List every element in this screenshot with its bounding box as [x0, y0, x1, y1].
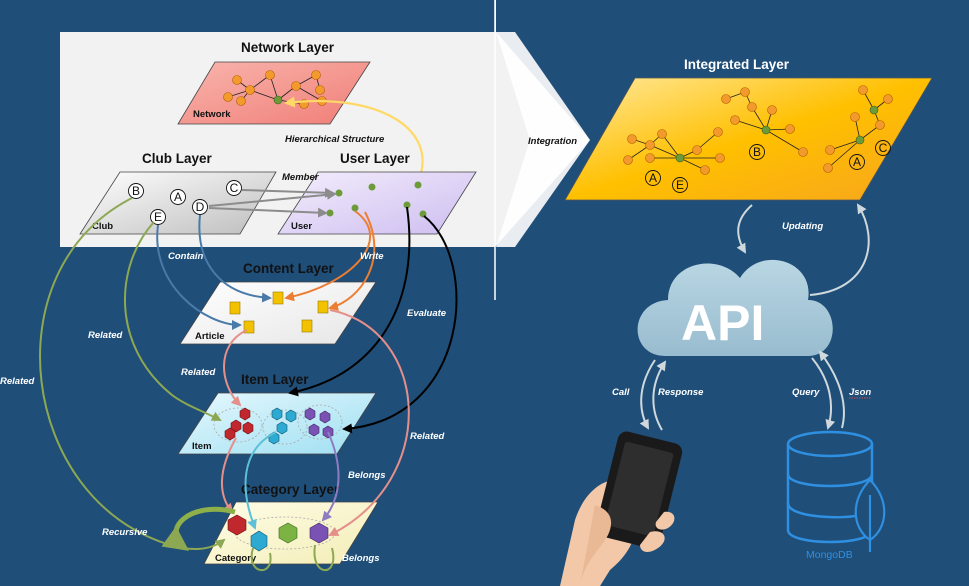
updating-arrow-up	[809, 203, 870, 296]
article-nodes	[229, 291, 329, 334]
response-label: Response	[658, 387, 704, 398]
related-label-category: Related	[410, 431, 445, 442]
club-node-b: B	[132, 184, 140, 198]
related-label-left: Related	[0, 376, 35, 387]
write-arrow	[284, 210, 372, 302]
belongs-arrow-red	[221, 437, 237, 514]
user-plane-label: User	[291, 221, 312, 232]
evaluate-arrow-2	[342, 215, 458, 434]
category-loop-2	[313, 544, 335, 572]
integrated-nodes	[623, 85, 893, 175]
integrated-node-a: A	[649, 171, 657, 185]
integrated-node-b: B	[753, 145, 761, 159]
member-label: Member	[282, 172, 320, 183]
category-loop-1	[250, 547, 272, 571]
item-purple-nodes	[304, 407, 334, 439]
hierarchical-label: Hierarchical Structure	[285, 134, 385, 145]
recursive-arrow	[161, 506, 236, 551]
club-node-e: E	[154, 210, 162, 224]
belongs-arrow-purple	[321, 431, 340, 522]
club-node-a: A	[174, 190, 182, 204]
content-layer-title: Content Layer	[243, 261, 335, 276]
response-arrow	[652, 360, 667, 431]
mongodb-label: MongoDB	[806, 549, 853, 561]
integrated-plane	[564, 77, 933, 201]
json-label: Json	[849, 387, 871, 398]
related-club-item-arrow	[123, 221, 222, 421]
user-layer-title: User Layer	[340, 151, 411, 166]
item-cyan-nodes	[268, 407, 297, 445]
network-plane-label: Network	[193, 109, 231, 120]
contain-arrow	[198, 214, 272, 303]
evaluate-arrow	[288, 206, 411, 397]
updating-label: Updating	[782, 221, 823, 232]
item-clusters	[213, 404, 343, 445]
related-content-item-arrow	[223, 329, 248, 407]
network-plane	[177, 61, 371, 125]
call-label: Call	[612, 387, 630, 398]
evaluate-label: Evaluate	[407, 308, 447, 319]
api-label: API	[681, 295, 764, 351]
related-label-club: Related	[88, 330, 123, 341]
belongs-label-1: Belongs	[348, 470, 385, 481]
related-content-category-arrow	[328, 309, 410, 536]
recursive-label: Recursive	[102, 527, 148, 538]
category-nodes	[227, 514, 329, 552]
integrated-club-markers: A E B A C	[645, 140, 891, 193]
related-label-item: Related	[181, 367, 216, 378]
related-club-category-arrow	[39, 197, 226, 550]
json-arrow	[818, 350, 845, 429]
club-plane-label: Club	[92, 221, 113, 232]
integrated-node-c: C	[879, 141, 888, 155]
call-arrow	[639, 359, 656, 430]
category-plane-label: Category	[215, 553, 257, 564]
club-layer-title: Club Layer	[142, 151, 213, 166]
write-label: Write	[360, 251, 384, 262]
member-arrows	[208, 187, 337, 218]
belongs-label-2: Belongs	[342, 553, 379, 564]
user-nodes	[326, 181, 427, 218]
integrated-node-a2: A	[853, 155, 861, 169]
query-arrow	[811, 357, 836, 430]
contain-label: Contain	[168, 251, 204, 262]
smartphone-icon	[560, 431, 683, 586]
integration-label: Integration	[528, 136, 577, 147]
related-club-content-arrow	[156, 224, 242, 330]
club-node-c: C	[230, 181, 239, 195]
integrated-layer-title: Integrated Layer	[684, 57, 790, 72]
hierarchical-arrow	[283, 96, 424, 183]
item-red-nodes	[224, 407, 254, 441]
category-layer-title: Category Layer	[241, 482, 340, 497]
item-layer-title: Item Layer	[241, 372, 309, 387]
item-plane-label: Item	[192, 441, 212, 452]
integrated-node-e: E	[676, 178, 684, 192]
query-label: Query	[792, 387, 820, 398]
content-plane-label: Article	[195, 331, 225, 342]
write-arrow-2	[328, 211, 376, 311]
updating-arrow-down	[736, 204, 753, 254]
integration-arrow	[496, 32, 590, 247]
content-plane	[179, 281, 377, 345]
club-node-d: D	[196, 200, 205, 214]
club-nodes: B A C D E	[128, 180, 242, 225]
belongs-arrow-cyan	[244, 431, 277, 530]
network-layer-title: Network Layer	[241, 40, 335, 55]
mongodb-leaf-icon	[854, 478, 886, 552]
api-cloud	[637, 259, 833, 356]
